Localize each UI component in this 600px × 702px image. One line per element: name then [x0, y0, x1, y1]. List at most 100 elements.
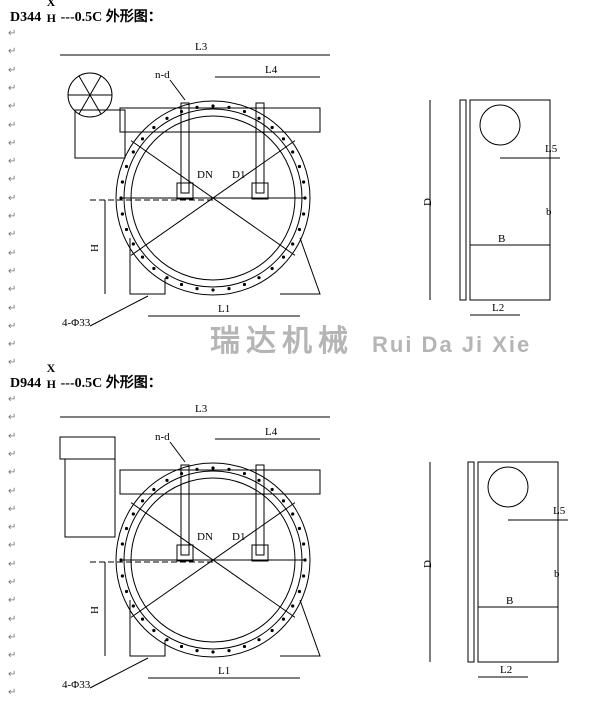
paragraph-mark: ↵ [8, 192, 17, 204]
foot-left [129, 238, 166, 295]
bolt-hole [227, 467, 231, 471]
bolt-hole [211, 466, 215, 470]
paragraph-mark: ↵ [8, 320, 17, 332]
model-suffix: ---0.5C 外形图： [60, 10, 162, 25]
paragraph-mark: ↵ [8, 302, 17, 314]
paragraph-mark: ↵ [8, 558, 17, 570]
bolt-hole [165, 116, 169, 120]
outer-flange [115, 100, 311, 296]
label-L1: L1 [218, 303, 230, 315]
label-b: b [546, 206, 552, 218]
label-D: D [422, 560, 434, 568]
paragraph-mark: ↵ [8, 265, 17, 277]
handwheel-spoke [89, 75, 102, 96]
side-flange-left [459, 99, 467, 301]
paragraph-mark: ↵ [8, 467, 17, 479]
bolt-hole [297, 227, 302, 232]
bolt-hole [124, 589, 129, 594]
label-L5: L5 [545, 143, 558, 155]
bolt-hole [152, 125, 156, 130]
clamp-arm [255, 102, 265, 194]
foot-right [280, 599, 321, 657]
side-gear [479, 104, 521, 146]
bolt-hole [195, 287, 199, 291]
bolt-hole [152, 628, 156, 633]
paragraph-mark: ↵ [8, 650, 17, 662]
paragraph-mark: ↵ [8, 229, 17, 241]
label-D1: D1 [232, 531, 245, 543]
superscript: X [46, 0, 56, 9]
label-H: H [89, 606, 101, 614]
bolt-hole [281, 617, 286, 621]
paragraph-mark: ↵ [8, 577, 17, 588]
bolt-hole [302, 180, 306, 184]
bolt-hole [242, 644, 247, 649]
label-D: D [422, 198, 434, 206]
bolt-hole [140, 617, 145, 621]
label-b: b [554, 568, 560, 580]
bolt-hole [291, 604, 295, 608]
bolt-hole [227, 287, 231, 291]
clamp-block [176, 182, 194, 200]
shaft-housing [119, 469, 321, 495]
bolt-hole [165, 638, 169, 642]
bolt-hole [165, 478, 169, 482]
bolt-hole [131, 242, 135, 246]
bolt-hole [120, 212, 124, 216]
paragraph-mark: ↵ [8, 448, 17, 460]
label-H: H [89, 244, 101, 252]
paragraph-mark: ↵ [8, 339, 17, 351]
label-B: B [498, 233, 505, 245]
paragraph-mark: ↵ [8, 595, 17, 607]
paragraph-mark: ↵ [8, 64, 17, 76]
model-prefix: D944 [10, 376, 42, 391]
bolt-hole [124, 227, 129, 232]
paragraph-mark: ↵ [8, 119, 17, 131]
bolt-hole [291, 150, 295, 154]
bolt-hole [242, 471, 247, 476]
bolt-hole [257, 276, 261, 280]
paragraph-mark: ↵ [8, 540, 17, 552]
leader-n-d [169, 79, 186, 101]
leader-n-d [169, 441, 186, 463]
foot-left [129, 600, 166, 657]
bolt-hole [270, 487, 274, 492]
paragraph-mark: ↵ [8, 686, 17, 698]
bolt-hole [120, 574, 124, 578]
label-B: B [506, 595, 513, 607]
clamp-block [176, 544, 194, 562]
paragraph-mark: ↵ [8, 211, 17, 222]
bolt-hole [140, 137, 145, 141]
bolt-hole [227, 105, 231, 109]
gearbox [64, 458, 116, 538]
bolt-hole [179, 109, 184, 114]
bolt-hole [270, 125, 274, 130]
leader-bolt [89, 657, 149, 689]
label-L5: L5 [553, 505, 566, 517]
bolt-hole [270, 266, 274, 271]
bolt-hole [302, 212, 306, 216]
side-flange-left [467, 461, 475, 663]
subscript: H [46, 377, 56, 391]
label-4-phi33: 4-Φ33 [62, 317, 91, 329]
clamp-arm [255, 464, 265, 556]
paragraph-mark: ↵ [8, 522, 17, 534]
foot-right [280, 237, 321, 295]
label-L2: L2 [500, 664, 512, 676]
electric-actuator [59, 436, 116, 460]
bolt-hole [131, 604, 135, 608]
handwheel-spoke [78, 75, 91, 96]
paragraph-mark: ↵ [8, 631, 17, 643]
bolt-hole [152, 487, 156, 492]
bolt-hole [242, 282, 247, 287]
clamp-arm [180, 102, 190, 194]
paragraph-mark: ↵ [8, 357, 17, 369]
bolt-hole [257, 478, 261, 482]
label-n-d: n-d [155, 69, 170, 81]
paragraph-mark: ↵ [8, 668, 17, 680]
bolt-hole [152, 266, 156, 271]
paragraph-mark: ↵ [8, 412, 17, 424]
label-L1: L1 [218, 665, 230, 677]
bolt-hole [291, 242, 295, 246]
subscript: H [46, 11, 56, 25]
